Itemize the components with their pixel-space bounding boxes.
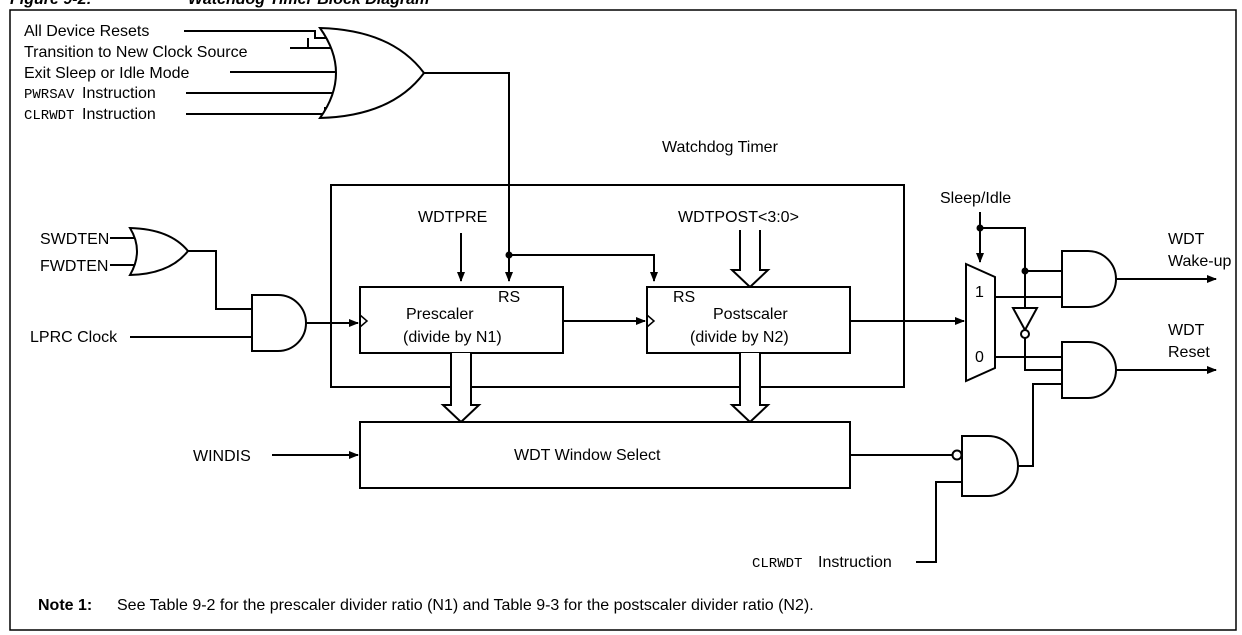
or-gate-resets	[318, 26, 426, 120]
and-gate-window	[961, 435, 1019, 497]
prescaler-label: Prescaler	[406, 306, 474, 323]
wire-all-resets	[184, 30, 338, 39]
figure-title: Watchdog Timer Block Diagram	[188, 0, 429, 8]
wire-reset-postscaler	[509, 254, 658, 282]
label-windis: WINDIS	[193, 448, 251, 465]
or-gate-enable	[128, 226, 190, 277]
label-lprc-clock: LPRC Clock	[30, 329, 118, 346]
label-clrwdt-text: Instruction	[82, 106, 156, 123]
clock-marker-postscaler	[646, 314, 656, 328]
wire-clrwdt	[186, 107, 338, 115]
postscaler-block	[646, 286, 851, 354]
label-sleep-idle: Sleep/Idle	[940, 190, 1011, 207]
inverter	[1011, 307, 1039, 333]
label-all-device-resets: All Device Resets	[24, 23, 149, 40]
wire-transition	[290, 38, 309, 49]
and-gate-wakeup	[1061, 250, 1117, 308]
postscaler-label: Postscaler	[713, 306, 788, 323]
note-label: Note 1:	[38, 597, 92, 614]
wakeup-label-line2: Wake-up	[1168, 253, 1232, 270]
postscaler-divide: (divide by N2)	[690, 329, 789, 346]
inverting-bubble	[951, 449, 963, 461]
label-clrwdt2-mono: CLRWDT	[752, 556, 802, 572]
label-pwrsav-mono: PWRSAV	[24, 87, 75, 103]
label-transition-clock: Transition to New Clock Source	[24, 44, 248, 61]
wire-window-to-reset	[1018, 383, 1062, 467]
label-swdten: SWDTEN	[40, 231, 109, 248]
wire-sleep-branch	[980, 227, 1026, 271]
mux	[965, 262, 996, 383]
mux-input-0: 0	[975, 349, 984, 366]
watchdog-timer-box	[330, 184, 905, 388]
label-fwdten: FWDTEN	[40, 258, 108, 275]
label-pwrsav-text: Instruction	[82, 85, 156, 102]
window-select-label: WDT Window Select	[514, 447, 661, 464]
label-clrwdt-mono: CLRWDT	[24, 108, 74, 124]
label-wdtpre: WDTPRE	[418, 209, 487, 226]
prescaler-divide: (divide by N1)	[403, 329, 502, 346]
clock-marker-prescaler	[359, 314, 369, 328]
wakeup-label-line1: WDT	[1168, 231, 1205, 248]
inverter-bubble	[1020, 329, 1030, 339]
window-select-block	[359, 421, 851, 489]
postscaler-rs: RS	[673, 289, 695, 306]
prescaler-rs: RS	[498, 289, 520, 306]
reset-label-line1: WDT	[1168, 322, 1205, 339]
label-clrwdt2-text: Instruction	[818, 554, 892, 571]
wire-inverter-out	[1024, 338, 1062, 371]
figure-title-prefix: Figure 9-2:	[10, 0, 92, 8]
and-gate-reset	[1061, 341, 1117, 399]
label-wdtpost: WDTPOST<3:0>	[678, 209, 799, 226]
note-text: See Table 9-2 for the prescaler divider …	[117, 597, 814, 614]
wire-clrwdt2	[916, 481, 962, 563]
wire-reset-bus	[424, 72, 510, 255]
wire-enable-to-and	[188, 250, 252, 310]
mux-input-1: 1	[975, 284, 984, 301]
prescaler-block	[359, 286, 564, 354]
figure-frame	[9, 9, 1237, 631]
reset-label-line2: Reset	[1168, 344, 1210, 361]
label-watchdog-timer: Watchdog Timer	[662, 139, 779, 156]
label-exit-sleep: Exit Sleep or Idle Mode	[24, 65, 190, 82]
arrow-wdtpost-bus	[729, 230, 771, 289]
and-gate-clock	[251, 294, 307, 352]
